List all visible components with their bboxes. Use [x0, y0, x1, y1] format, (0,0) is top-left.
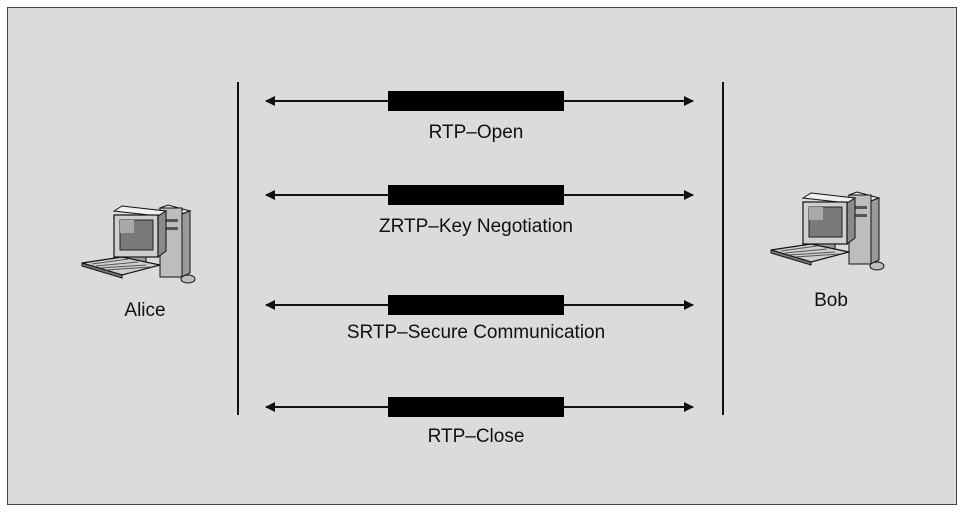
message-arrow — [265, 295, 694, 315]
message-arrow — [265, 185, 694, 205]
message-label: ZRTP–Key Negotiation — [379, 216, 573, 237]
bob-label: Bob — [814, 290, 848, 311]
message-label: SRTP–Secure Communication — [346, 322, 606, 343]
message-label: RTP–Open — [428, 122, 524, 143]
message-arrow — [265, 397, 694, 417]
alice-label: Alice — [124, 300, 166, 321]
desktop-computer-icon — [81, 204, 196, 284]
message-arrow — [265, 91, 694, 111]
desktop-computer-icon — [770, 191, 885, 271]
message-label: RTP–Close — [427, 426, 525, 447]
